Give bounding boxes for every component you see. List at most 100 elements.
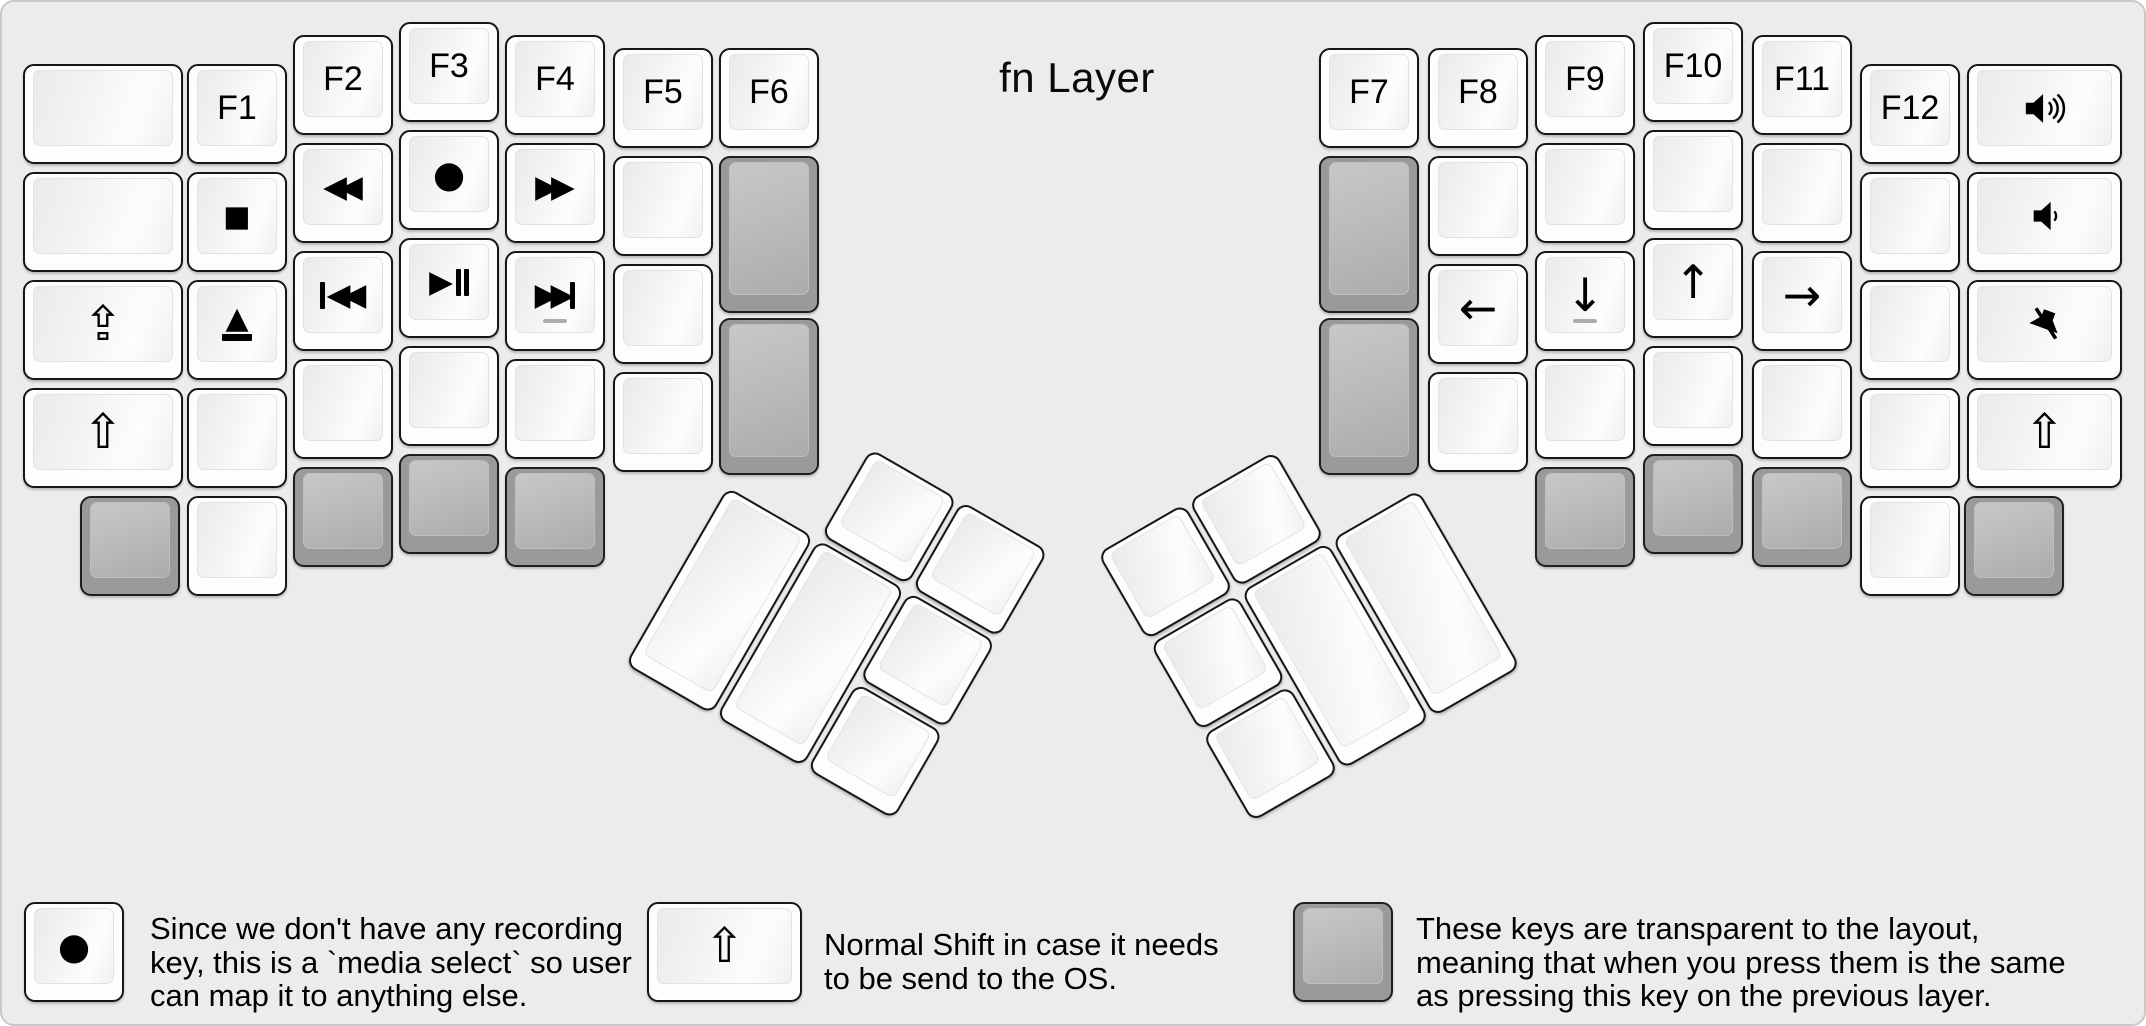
keycap-top: F7 [1329, 54, 1409, 130]
keycap-top [623, 270, 703, 346]
key-transparent [505, 467, 605, 567]
key-next-track: ▶▶ [505, 251, 605, 351]
play-pause-icon: ▶ [429, 266, 469, 298]
key-label: F6 [749, 73, 789, 111]
legend-line: Normal Shift in case it needs [824, 927, 1219, 962]
keycap-top: ▶▶ [515, 149, 595, 225]
keycap-top [838, 458, 946, 565]
keycap-top: ⇧ [1977, 394, 2112, 470]
key-blank [1535, 143, 1635, 243]
key-transparent [1535, 467, 1635, 567]
key-f9: F9 [1535, 35, 1635, 135]
key-transparent [1643, 454, 1743, 554]
key-blank [613, 372, 713, 472]
key-blank [1860, 172, 1960, 272]
legend-line: can map it to anything else. [150, 978, 528, 1013]
key-blank [399, 346, 499, 446]
key-record: ● [399, 130, 499, 230]
keycap-top: F2 [303, 41, 383, 117]
key-transparent [293, 467, 393, 567]
caps-lock-icon: ⇪ [82, 296, 124, 352]
key-play-pause: ▶ [399, 238, 499, 338]
key-transparent [1964, 496, 2064, 596]
key-blank [1860, 388, 1960, 488]
keycap-top [623, 378, 703, 454]
key-blank [1860, 280, 1960, 380]
key-blank [23, 64, 183, 164]
keycap-top: ⇧ [657, 908, 792, 984]
key-transparent [719, 156, 819, 313]
key-label: F5 [643, 73, 683, 111]
keycap-top [1977, 178, 2112, 254]
legend-text-normal-shift: Normal Shift in case it needs to be send… [824, 928, 1219, 995]
keycap-top [197, 502, 277, 578]
legend-line: Since we don't have any recording [150, 911, 623, 946]
key-shift: ⇧ [647, 902, 802, 1002]
keycap-top: F6 [729, 54, 809, 130]
keycap-top [1438, 162, 1518, 238]
keycap-top: ▶ [409, 244, 489, 320]
key-blank [1643, 130, 1743, 230]
key-fast-forward: ▶▶ [505, 143, 605, 243]
keycap-top [1653, 352, 1733, 428]
key-eject: ▲ [187, 280, 287, 380]
key-shift: ⇧ [1967, 388, 2122, 488]
keycap-top [1303, 908, 1383, 984]
legend-line: to be send to the OS. [824, 960, 1117, 996]
legend-line: key, this is a `media select` so user [150, 944, 632, 980]
key-blank [1643, 346, 1743, 446]
arrow-up-icon: ↑ [1673, 255, 1713, 309]
key-shift: ⇧ [23, 388, 183, 488]
keycap-top: → [1762, 257, 1842, 333]
prev-track-icon: ◀◀ [319, 279, 367, 311]
key-blank [1428, 372, 1528, 472]
key-label: F2 [323, 60, 363, 98]
key-label: F3 [429, 47, 469, 85]
shift-icon: ⇧ [2024, 404, 2065, 460]
keycap-top [515, 365, 595, 441]
key-transparent [1293, 902, 1393, 1002]
keycap-top [729, 324, 809, 457]
stop-icon: ■ [223, 198, 251, 233]
key-f11: F11 [1752, 35, 1852, 135]
keycap-top [1870, 502, 1950, 578]
key-transparent [1319, 318, 1419, 475]
key-caps-lock: ⇪ [23, 280, 183, 380]
keycap-top [1870, 178, 1950, 254]
key-label: F1 [217, 89, 257, 127]
shift-icon: ⇧ [82, 404, 124, 460]
key-blank [187, 388, 287, 488]
keycap-top: F9 [1545, 41, 1625, 117]
key-prev-track: ◀◀ [293, 251, 393, 351]
key-blank [293, 359, 393, 459]
key-label: F8 [1458, 73, 1498, 111]
key-record: ● [24, 902, 124, 1002]
homing-bar [543, 319, 567, 323]
keycap-top [33, 70, 173, 146]
mute-icon [2027, 306, 2063, 342]
keycap-top [1653, 460, 1733, 536]
keycap-top [303, 473, 383, 549]
key-f12: F12 [1860, 64, 1960, 164]
keycap-top: ▶▶ [515, 257, 595, 333]
key-blank [23, 172, 183, 272]
keycap-top: ⇧ [33, 394, 173, 470]
keycap-top: ▲ [197, 286, 277, 362]
keycap-top [1977, 286, 2112, 362]
homing-bar [1573, 319, 1597, 323]
keycap-top: ↑ [1653, 244, 1733, 320]
key-label: F11 [1773, 60, 1831, 98]
key-f5: F5 [613, 48, 713, 148]
key-arrow-down: ↓ [1535, 251, 1635, 351]
key-f7: F7 [1319, 48, 1419, 148]
key-blank [505, 359, 605, 459]
arrow-left-icon: ← [1458, 281, 1498, 335]
keycap-top: F11 [1762, 41, 1842, 117]
key-f8: F8 [1428, 48, 1528, 148]
keycap-top [1438, 378, 1518, 454]
keycap-top [729, 162, 809, 295]
keycap-top [1762, 473, 1842, 549]
keycap-top [90, 502, 170, 578]
next-track-icon: ▶▶ [535, 279, 576, 311]
arrow-down-icon: ↓ [1565, 268, 1605, 322]
